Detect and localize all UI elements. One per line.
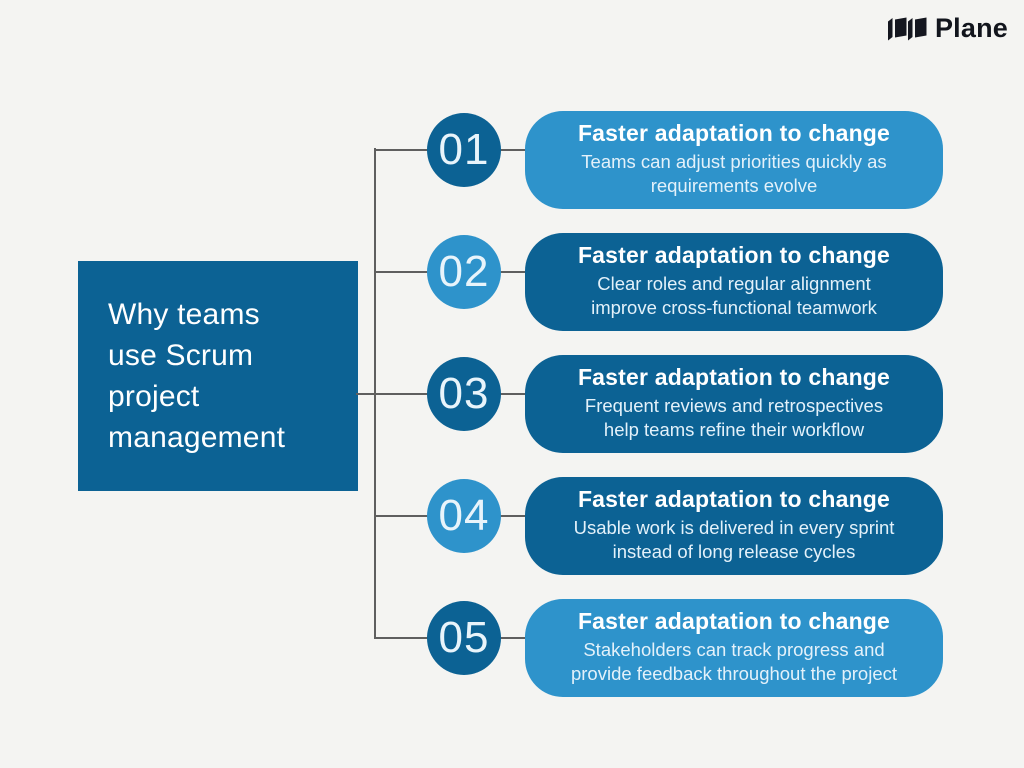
step-card-description-line: instead of long release cycles: [612, 541, 856, 562]
step-number-badge: 04: [427, 479, 501, 553]
step-row: 01 Faster adaptation to change Teams can…: [0, 111, 1024, 209]
step-row: 02 Faster adaptation to change Clear rol…: [0, 233, 1024, 331]
step-card-description-line: provide feedback throughout the project: [570, 663, 898, 684]
step-card-description: Teams can adjust priorities quickly as r…: [581, 150, 886, 198]
title-line: management: [108, 421, 286, 454]
plane-logo: Plane: [887, 12, 1008, 45]
step-card: Faster adaptation to change Teams can ad…: [525, 111, 943, 209]
step-card-title: Faster adaptation to change: [577, 242, 891, 268]
plane-logo-icon: [887, 17, 927, 41]
step-card-description-line: Stakeholders can track progress and: [583, 639, 885, 660]
step-card-title: Faster adaptation to change: [577, 608, 891, 634]
step-card-description-line: Teams can adjust priorities quickly as: [581, 151, 887, 172]
step-card-description: Stakeholders can track progress and prov…: [571, 638, 897, 686]
step-card-title: Faster adaptation to change: [577, 120, 891, 146]
step-card: Faster adaptation to change Frequent rev…: [525, 355, 943, 453]
title-box: Why teams use Scrum project management: [78, 261, 358, 491]
step-card: Faster adaptation to change Stakeholders…: [525, 599, 943, 697]
step-number-badge: 05: [427, 601, 501, 675]
step-card-description-line: Clear roles and regular alignment: [597, 273, 871, 294]
title-line: Why teams: [108, 298, 260, 331]
step-card-description-line: help teams refine their workflow: [603, 419, 865, 440]
step-card: Faster adaptation to change Clear roles …: [525, 233, 943, 331]
step-row: 04 Faster adaptation to change Usable wo…: [0, 477, 1024, 575]
step-card-title: Faster adaptation to change: [577, 364, 891, 390]
step-card-description: Usable work is delivered in every sprint…: [574, 516, 895, 564]
step-number-badge: 01: [427, 113, 501, 187]
step-card-description-line: requirements evolve: [650, 175, 818, 196]
step-card: Faster adaptation to change Usable work …: [525, 477, 943, 575]
title-line: project: [108, 380, 200, 413]
step-card-description-line: improve cross-functional teamwork: [591, 297, 877, 318]
step-card-description-line: Usable work is delivered in every sprint: [573, 517, 895, 538]
step-card-title: Faster adaptation to change: [577, 486, 891, 512]
step-number-badge: 02: [427, 235, 501, 309]
step-row: 03 Faster adaptation to change Frequent …: [0, 355, 1024, 453]
step-row: 05 Faster adaptation to change Stakehold…: [0, 599, 1024, 697]
step-card-description-line: Frequent reviews and retrospectives: [584, 395, 884, 416]
plane-logo-text: Plane: [934, 13, 1008, 43]
title-line: use Scrum: [108, 339, 254, 372]
step-card-description: Frequent reviews and retrospectives help…: [585, 394, 883, 442]
step-card-description: Clear roles and regular alignment improv…: [591, 272, 877, 320]
step-number-badge: 03: [427, 357, 501, 431]
